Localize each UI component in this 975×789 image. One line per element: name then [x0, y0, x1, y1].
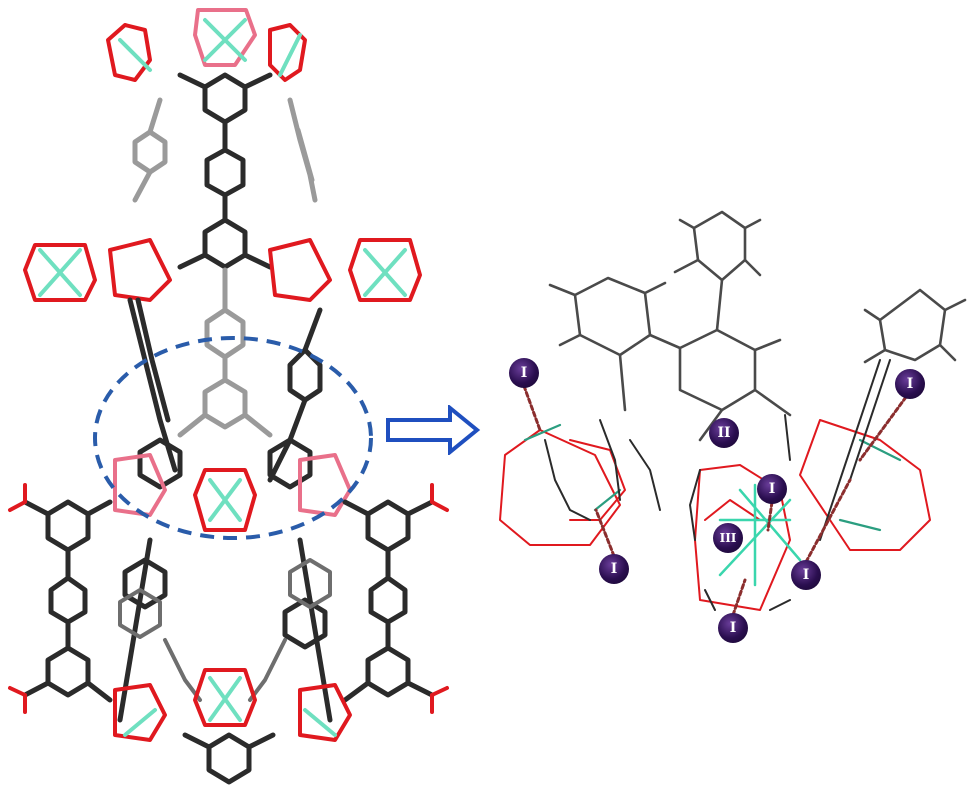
iodine-site-label: I	[718, 613, 748, 643]
magnify-arrow-icon	[385, 405, 485, 455]
framework-structure-graphic	[8, 8, 449, 785]
iodine-site-label: I	[895, 369, 925, 399]
framework-overview-panel	[0, 0, 480, 789]
iodine-site-label: I	[757, 474, 787, 504]
iodine-site-label: III	[713, 523, 743, 553]
closeup-structure-graphic	[499, 210, 967, 617]
iodine-site-label: II	[709, 418, 739, 448]
highlight-ellipse	[93, 336, 373, 540]
iodine-site-label: I	[791, 560, 821, 590]
iodine-site-label: I	[509, 358, 539, 388]
binding-sites-closeup-panel	[480, 180, 975, 660]
iodine-site-label: I	[599, 554, 629, 584]
